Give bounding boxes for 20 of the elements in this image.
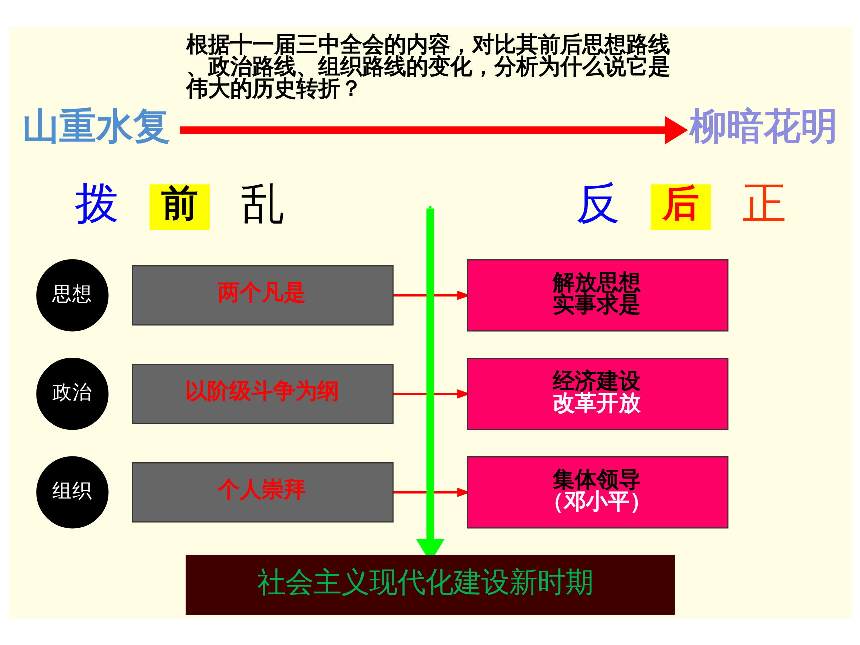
node-box: 解放思想 实事求是 bbox=[466, 259, 728, 332]
arrow bbox=[180, 116, 688, 144]
node-circle: 思想 bbox=[36, 259, 108, 332]
node-circle: 政治 bbox=[36, 358, 108, 430]
node-box: 社会主义现代化建设新时期 bbox=[185, 554, 675, 615]
label: 乱 bbox=[240, 178, 285, 229]
node-box: 后 bbox=[650, 184, 711, 230]
node-box: 以阶级斗争为纲 bbox=[132, 364, 394, 424]
node-box: 经济建设 改革开放 bbox=[466, 358, 728, 430]
node-box: 前 bbox=[149, 184, 210, 230]
node-circle: 组织 bbox=[36, 456, 108, 528]
label: 反 bbox=[576, 178, 620, 229]
node-box: 个人崇拜 bbox=[132, 462, 394, 522]
node-text: 柳暗花明 bbox=[689, 103, 838, 148]
node-box: 两个凡是 bbox=[132, 265, 394, 326]
node-box: 集体领导 （邓小平） bbox=[466, 456, 728, 528]
label: 正 bbox=[742, 178, 786, 229]
diagram-title: 根据十一届三中全会的内容，对比其前后思想路线、政治路线、组织路线的变化，分析为什么说它是伟大的历史转折？ bbox=[186, 32, 670, 102]
label: 拨 bbox=[74, 178, 118, 229]
node-text: 山重水复 bbox=[22, 103, 170, 148]
